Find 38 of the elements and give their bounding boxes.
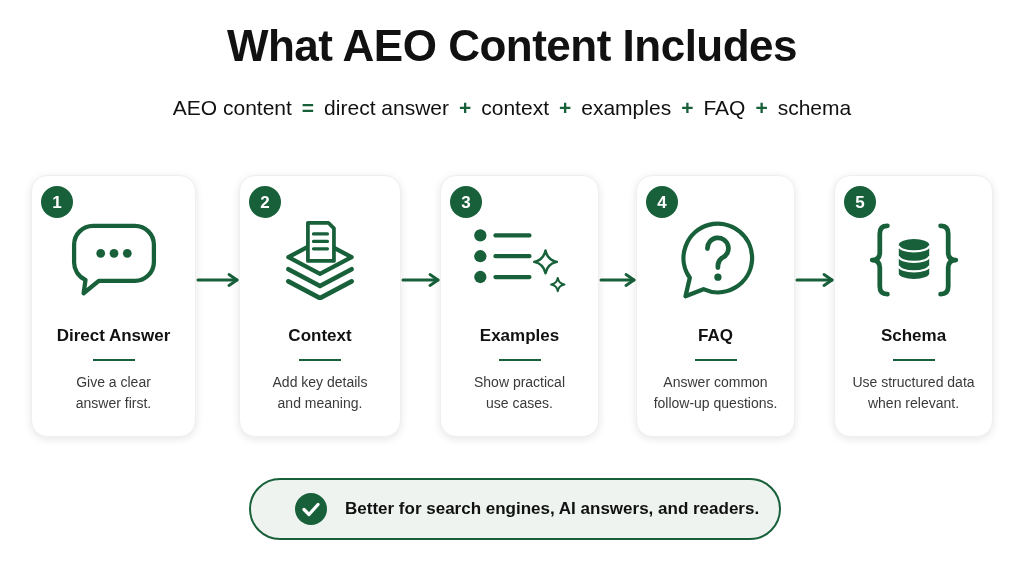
formula-term: direct answer [324,95,449,121]
formula-term: AEO content [172,95,292,121]
formula-term: examples [581,95,672,121]
step-description: Answer common follow-up questions. [652,373,779,413]
number-badge: 5 [844,186,876,218]
title: What AEO Content Includes [226,20,798,72]
step-title: Examples [479,325,560,347]
step-description: Use structured data when relevant. [851,373,976,413]
step-description: Show practical use cases. [472,373,566,413]
step-card [239,175,401,437]
step-title: Context [288,325,352,347]
number-badge: 4 [646,186,678,218]
arrow [196,273,239,287]
step-card [636,175,795,437]
number-badge: 2 [249,186,281,218]
operator-sign: + [459,95,472,121]
arrow [795,273,834,287]
operator-sign: + [559,95,572,121]
formula-term: FAQ [703,95,746,121]
formula-term: schema [777,95,852,121]
operator-sign: = [301,95,315,121]
operator-sign: + [681,95,694,121]
formula-term: context [481,95,549,121]
arrow [599,273,636,287]
summary-banner [249,478,781,540]
summary-text: Better for search engines, AI answers, and readers. [345,498,760,521]
step-card [31,175,196,437]
step-description: Add key details and meaning. [271,373,369,413]
arrow [401,273,440,287]
step-card [440,175,599,437]
number-badge: 1 [41,186,73,218]
step-description: Give a clear answer first. [74,373,153,413]
operator-sign: + [755,95,768,121]
step-title: Direct Answer [56,325,171,347]
number-badge: 3 [450,186,482,218]
step-title: Schema [880,325,947,347]
step-card [834,175,993,437]
step-title: FAQ [698,325,733,347]
